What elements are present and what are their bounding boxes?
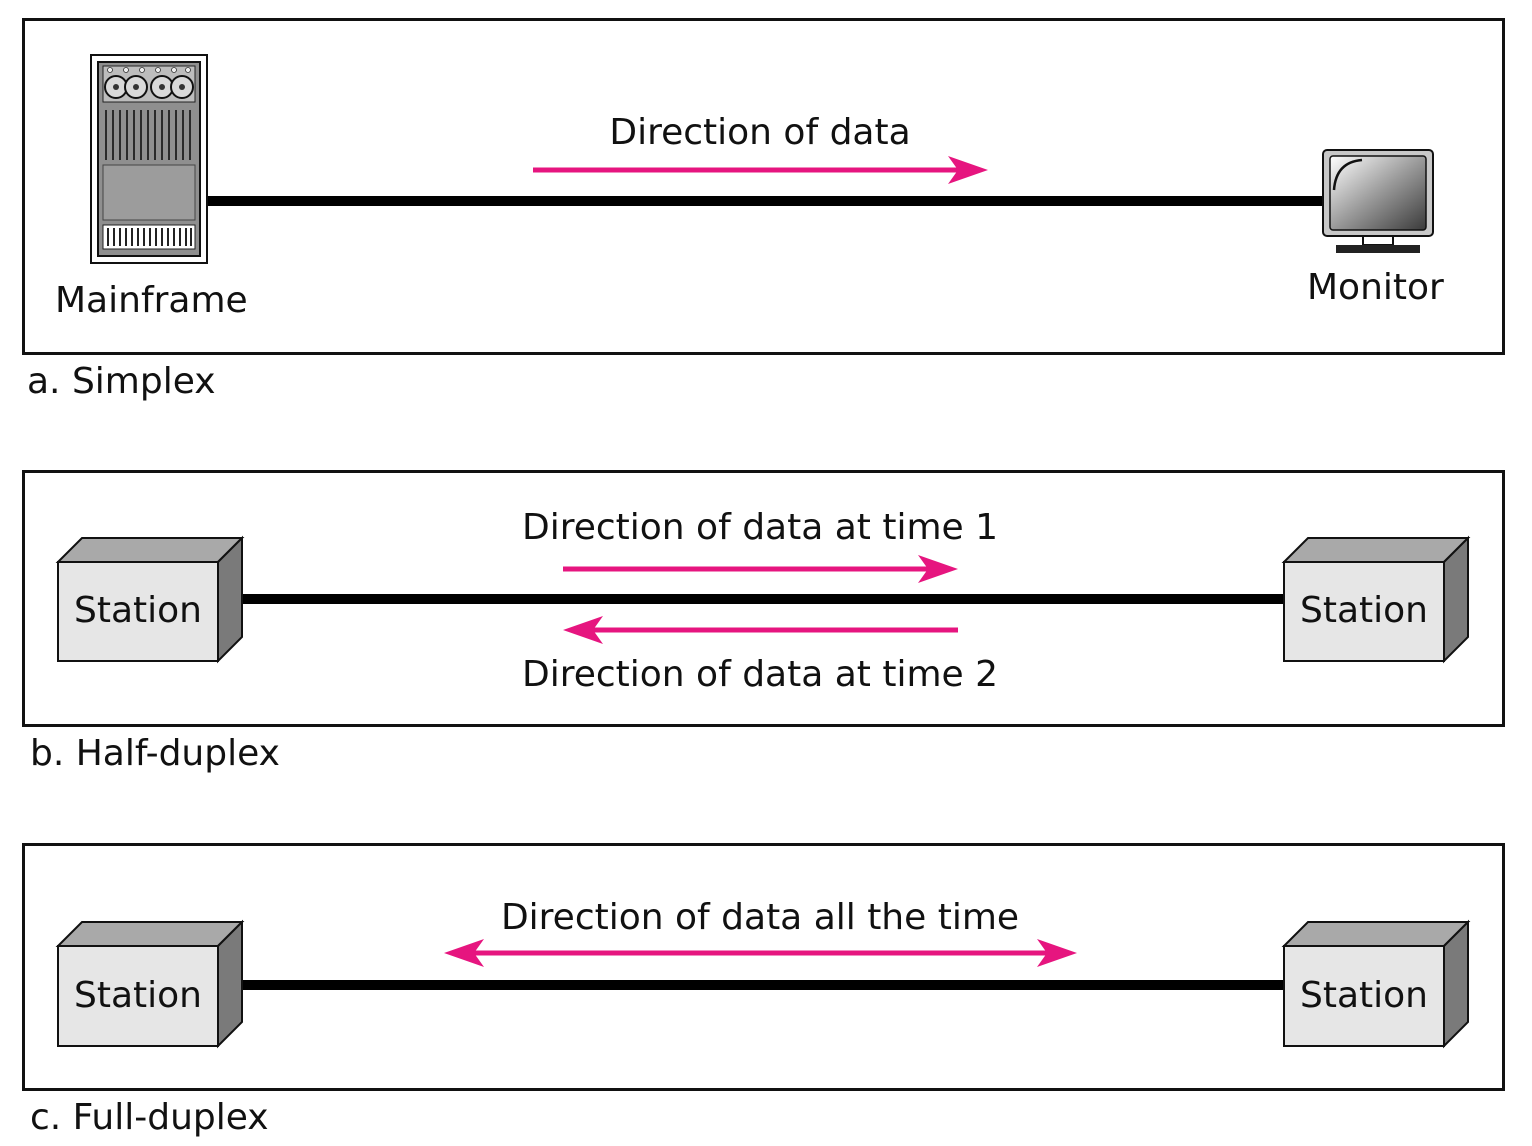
half-duplex-right-station-label: Station	[1300, 590, 1428, 631]
full-duplex-left-station-label: Station	[74, 975, 202, 1016]
full-duplex-left-station-box	[55, 919, 245, 1049]
half-duplex-left-station-box	[55, 535, 245, 664]
half-duplex-left-station-label: Station	[74, 590, 202, 631]
simplex-panel	[22, 18, 1505, 355]
full-duplex-panel	[22, 843, 1505, 1091]
full-duplex-right-station-box	[1281, 919, 1471, 1049]
half-duplex-caption: b. Half-duplex	[30, 733, 280, 774]
half-duplex-label-time-1: Direction of data at time 1	[521, 507, 999, 548]
simplex-direction-arrow	[533, 156, 988, 184]
full-duplex-right-station-label: Station	[1300, 975, 1428, 1016]
mainframe-label: Mainframe	[55, 280, 248, 321]
full-duplex-caption: c. Full-duplex	[30, 1097, 269, 1138]
monitor-icon	[1322, 149, 1434, 253]
half-duplex-arrow-time-2	[563, 616, 958, 644]
simplex-arrow-label: Direction of data	[609, 112, 911, 153]
full-duplex-bidirectional-arrow	[444, 939, 1077, 967]
half-duplex-arrow-time-1	[563, 555, 958, 583]
half-duplex-label-time-2: Direction of data at time 2	[521, 654, 999, 695]
monitor-label: Monitor	[1307, 267, 1444, 308]
simplex-caption: a. Simplex	[27, 361, 216, 402]
half-duplex-right-station-box	[1281, 535, 1471, 664]
full-duplex-arrow-label: Direction of data all the time	[500, 897, 1020, 938]
mainframe-icon	[90, 54, 208, 264]
